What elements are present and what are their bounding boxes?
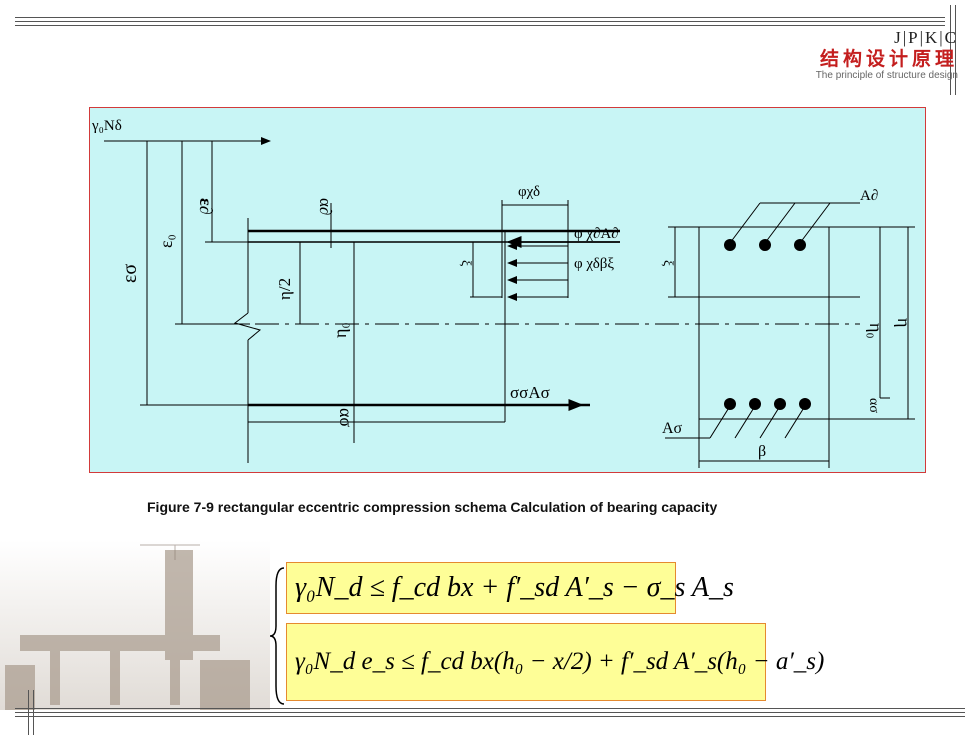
logo-mark: J|P|K|C (894, 28, 958, 47)
label-force-top: φ χ∂A∂ (574, 226, 619, 242)
label-e-zero: ε₀ (156, 234, 176, 248)
left-vertical-rule-1 (28, 690, 29, 735)
label-force-mid: φ χδβξ (574, 256, 614, 272)
label-sigma-force: σσAσ (510, 383, 550, 402)
left-vertical-rule-2 (33, 690, 34, 735)
label-b: β (758, 443, 766, 460)
label-a-prime: α∂ (316, 198, 335, 215)
label-e-prime: ε∂ (196, 198, 216, 215)
label-a-sigma: ασ (336, 408, 356, 427)
equation-1-text: γ₀N_d ≤ f_cd bx + f′_sd A′_s − σ_s A_s (295, 572, 734, 603)
label-h-zero-right: η₀ (866, 323, 886, 339)
label-h-right: η (894, 318, 914, 327)
label-width: φχδ (518, 184, 540, 200)
label-a-small-right: ασ (866, 398, 881, 413)
bottom-rule-3 (15, 716, 965, 717)
equation-force-balance: γ₀N_d ≤ f_cd bx + f′_sd A′_s − σ_s A_s (286, 562, 734, 614)
logo-english-subtitle: The principle of structure design (815, 70, 958, 81)
equation-brace (269, 567, 285, 705)
diagram-panel: γ₀Nδ εσ ε₀ ε∂ α∂ η/2 η₀ ασ σσAσ φχδ φ χ∂… (89, 107, 926, 473)
equation-2-text: γ₀N_d e_s ≤ f_cd bx(h₀ − x/2) + f′_sd A′… (295, 648, 825, 675)
label-a-bottom-right: Aσ (662, 420, 683, 437)
right-vertical-rule-2 (955, 5, 956, 95)
right-vertical-rule-1 (950, 5, 951, 95)
label-h-zero-left: η₀ (330, 322, 350, 338)
top-rule-3 (15, 25, 945, 26)
label-top-force: γ₀Nδ (91, 118, 122, 134)
eccentric-compression-diagram: γ₀Nδ εσ ε₀ ε∂ α∂ η/2 η₀ ασ σσAσ φχδ φ χ∂… (91, 118, 915, 468)
rebars (724, 239, 811, 410)
label-h-half: η/2 (275, 278, 294, 300)
logo: J|P|K|C 结构设计原理 The principle of structur… (748, 28, 958, 81)
bottom-rule-1 (15, 708, 965, 709)
construction-photo (0, 540, 270, 710)
cross-section-rect (698, 226, 830, 420)
bottom-rule-2 (15, 712, 965, 713)
label-xi-left: ξ (458, 260, 473, 266)
label-a-top-right: A∂ (860, 188, 878, 204)
break-line (233, 312, 262, 341)
figure-caption: Figure 7-9 rectangular eccentric compres… (147, 499, 718, 515)
top-rule-2 (15, 21, 945, 22)
logo-chinese-title: 结构设计原理 (819, 48, 958, 70)
label-xi-right: ξ (660, 260, 675, 266)
top-rule-1 (15, 17, 945, 18)
label-e-sigma: εσ (119, 264, 141, 283)
equation-moment-balance: γ₀N_d e_s ≤ f_cd bx(h₀ − x/2) + f′_sd A′… (286, 623, 824, 701)
